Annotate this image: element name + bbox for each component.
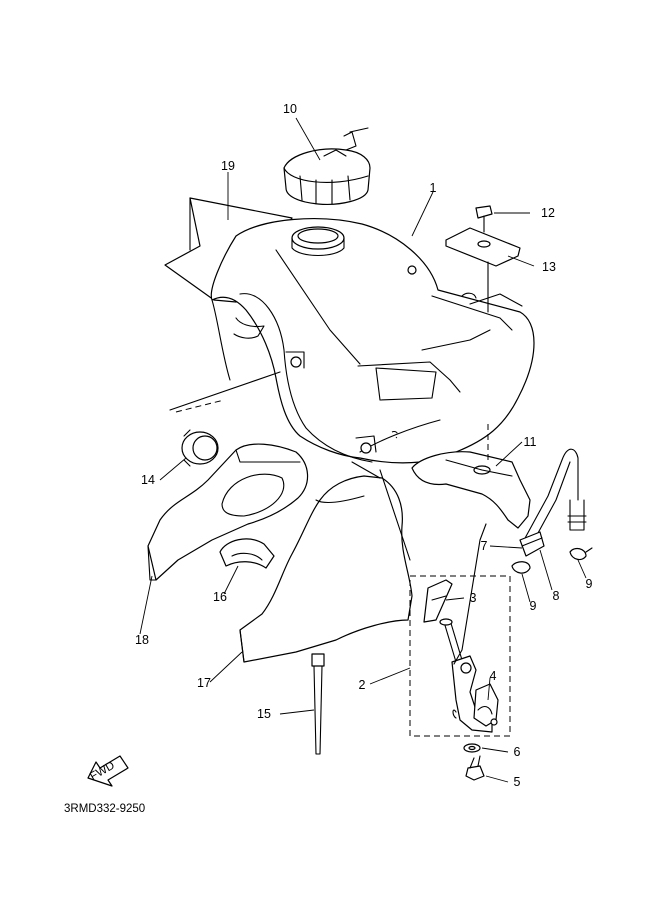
- callout-7: 7: [481, 539, 488, 553]
- callout-3: 3: [470, 591, 477, 605]
- callout-labels: 1 2 3 4 5 6 7 8 9 9 10 11 12 13 14 15 16…: [135, 102, 592, 789]
- diagram-code: 3RMD332-9250: [64, 803, 145, 815]
- part-11-damper: [411, 424, 531, 529]
- callout-10: 10: [283, 102, 297, 116]
- part-8-fuel-hose: [523, 448, 587, 545]
- part-17-right-pad: [239, 461, 413, 663]
- callout-16: 16: [213, 590, 227, 604]
- part-7-hose-clip: [519, 531, 545, 557]
- callout-6: 6: [514, 745, 521, 759]
- part-14-grommet: [181, 429, 219, 467]
- part-18-left-pad: [147, 371, 309, 581]
- part-6-washer: [463, 743, 481, 753]
- part-5-screw: [465, 755, 485, 781]
- part-16-small-pad: [219, 538, 275, 569]
- callout-17: 17: [197, 676, 211, 690]
- part-12-bolt: [475, 205, 493, 233]
- callout-18: 18: [135, 633, 149, 647]
- callout-2: 2: [359, 678, 366, 692]
- callout-15: 15: [257, 707, 271, 721]
- part-1-fuel-tank: [210, 218, 535, 464]
- callout-1: 1: [430, 181, 437, 195]
- callout-9-left: 9: [530, 599, 537, 613]
- callout-4: 4: [490, 669, 497, 683]
- callout-5: 5: [514, 775, 521, 789]
- callout-14: 14: [141, 473, 155, 487]
- part-2-fuel-cock-assembly: [409, 523, 511, 737]
- callout-9-right: 9: [586, 577, 593, 591]
- part-10-fuel-cap: [283, 127, 371, 205]
- callout-19: 19: [221, 159, 235, 173]
- callout-11: 11: [524, 435, 537, 449]
- callout-8: 8: [553, 589, 560, 603]
- callout-12: 12: [541, 206, 555, 220]
- leader-lines: [139, 117, 587, 783]
- fwd-arrow-icon: FWD: [87, 755, 129, 787]
- part-9-clip-right: [569, 547, 593, 561]
- callout-13: 13: [542, 260, 556, 274]
- part-13-bracket: [445, 227, 521, 313]
- part-15-cable-tie: [311, 653, 325, 755]
- part-9-clip-left: [511, 561, 531, 574]
